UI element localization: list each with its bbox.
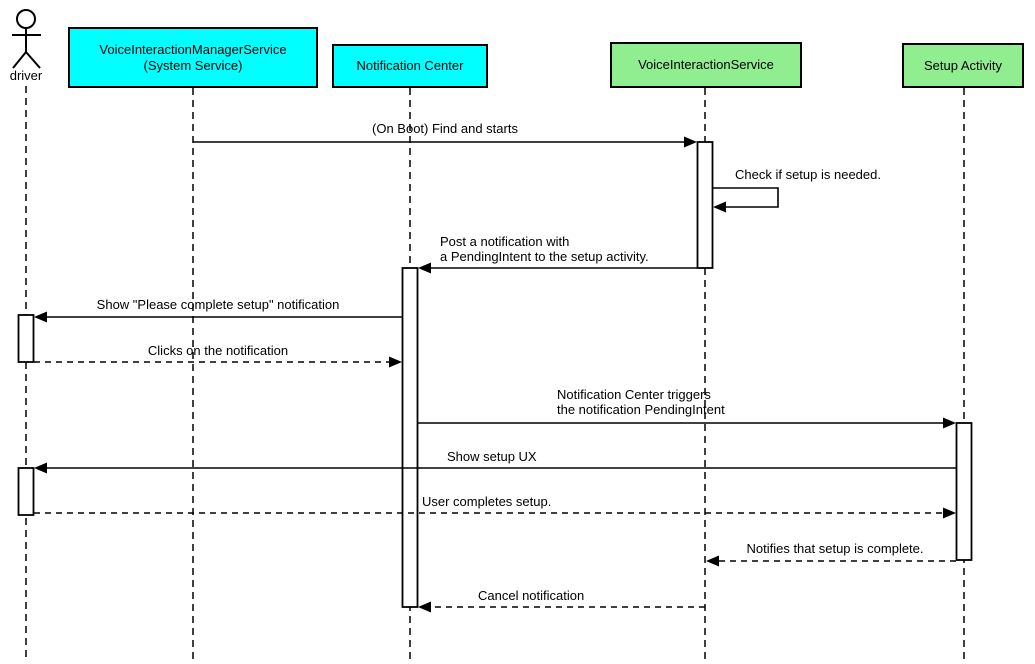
message-label-check-if-setup-needed: Check if setup is needed. [735,167,881,182]
participant-setup-activity: Setup Activity [902,43,1024,88]
message-label-clicks-on-notification: Clicks on the notification [147,343,289,358]
message-label-user-completes-setup: User completes setup. [422,494,552,509]
message-label-show-setup-ux: Show setup UX [447,449,537,464]
arrow-on-boot-find-and-starts [193,136,697,148]
arrow-user-completes-setup [34,507,956,519]
participant-voiceinteractionmanagerservice: VoiceInteractionManagerService (System S… [68,27,318,88]
message-arrows [34,136,956,613]
arrow-show-setup-ux [34,462,956,474]
actor-driver-icon [12,9,41,69]
lifelines [25,86,965,662]
message-label-notifies-setup-complete: Notifies that setup is complete. [746,541,924,556]
message-label-post-notification: Post a notification with a PendingIntent… [440,234,649,264]
message-label-cancel-notification: Cancel notification [478,588,585,603]
message-label-show-complete-setup-notification: Show "Please complete setup" notificatio… [96,297,340,312]
participant-notification-center: Notification Center [332,44,488,88]
arrow-notifies-setup-complete [706,555,956,567]
activation-driver-2 [17,467,35,516]
activation-setup-activity [955,422,973,561]
actor-driver-label: driver [9,68,43,83]
activation-notification-center [401,267,419,608]
activation-voiceinteractionservice [696,141,714,269]
arrow-check-if-setup-needed-self-loop [713,187,779,213]
activation-bars [17,141,973,608]
activation-driver-1 [17,314,35,363]
arrow-show-complete-setup-notification [34,311,402,323]
participant-voiceinteractionservice: VoiceInteractionService [610,42,802,88]
message-label-on-boot-find-and-starts: (On Boot) Find and starts [372,121,518,136]
arrow-clicks-on-notification [34,356,402,368]
arrow-post-notification [418,262,697,274]
arrow-cancel-notification [418,601,705,613]
message-label-triggers-pendingintent: Notification Center triggers the notific… [557,387,725,417]
arrow-triggers-pendingintent [418,417,956,429]
